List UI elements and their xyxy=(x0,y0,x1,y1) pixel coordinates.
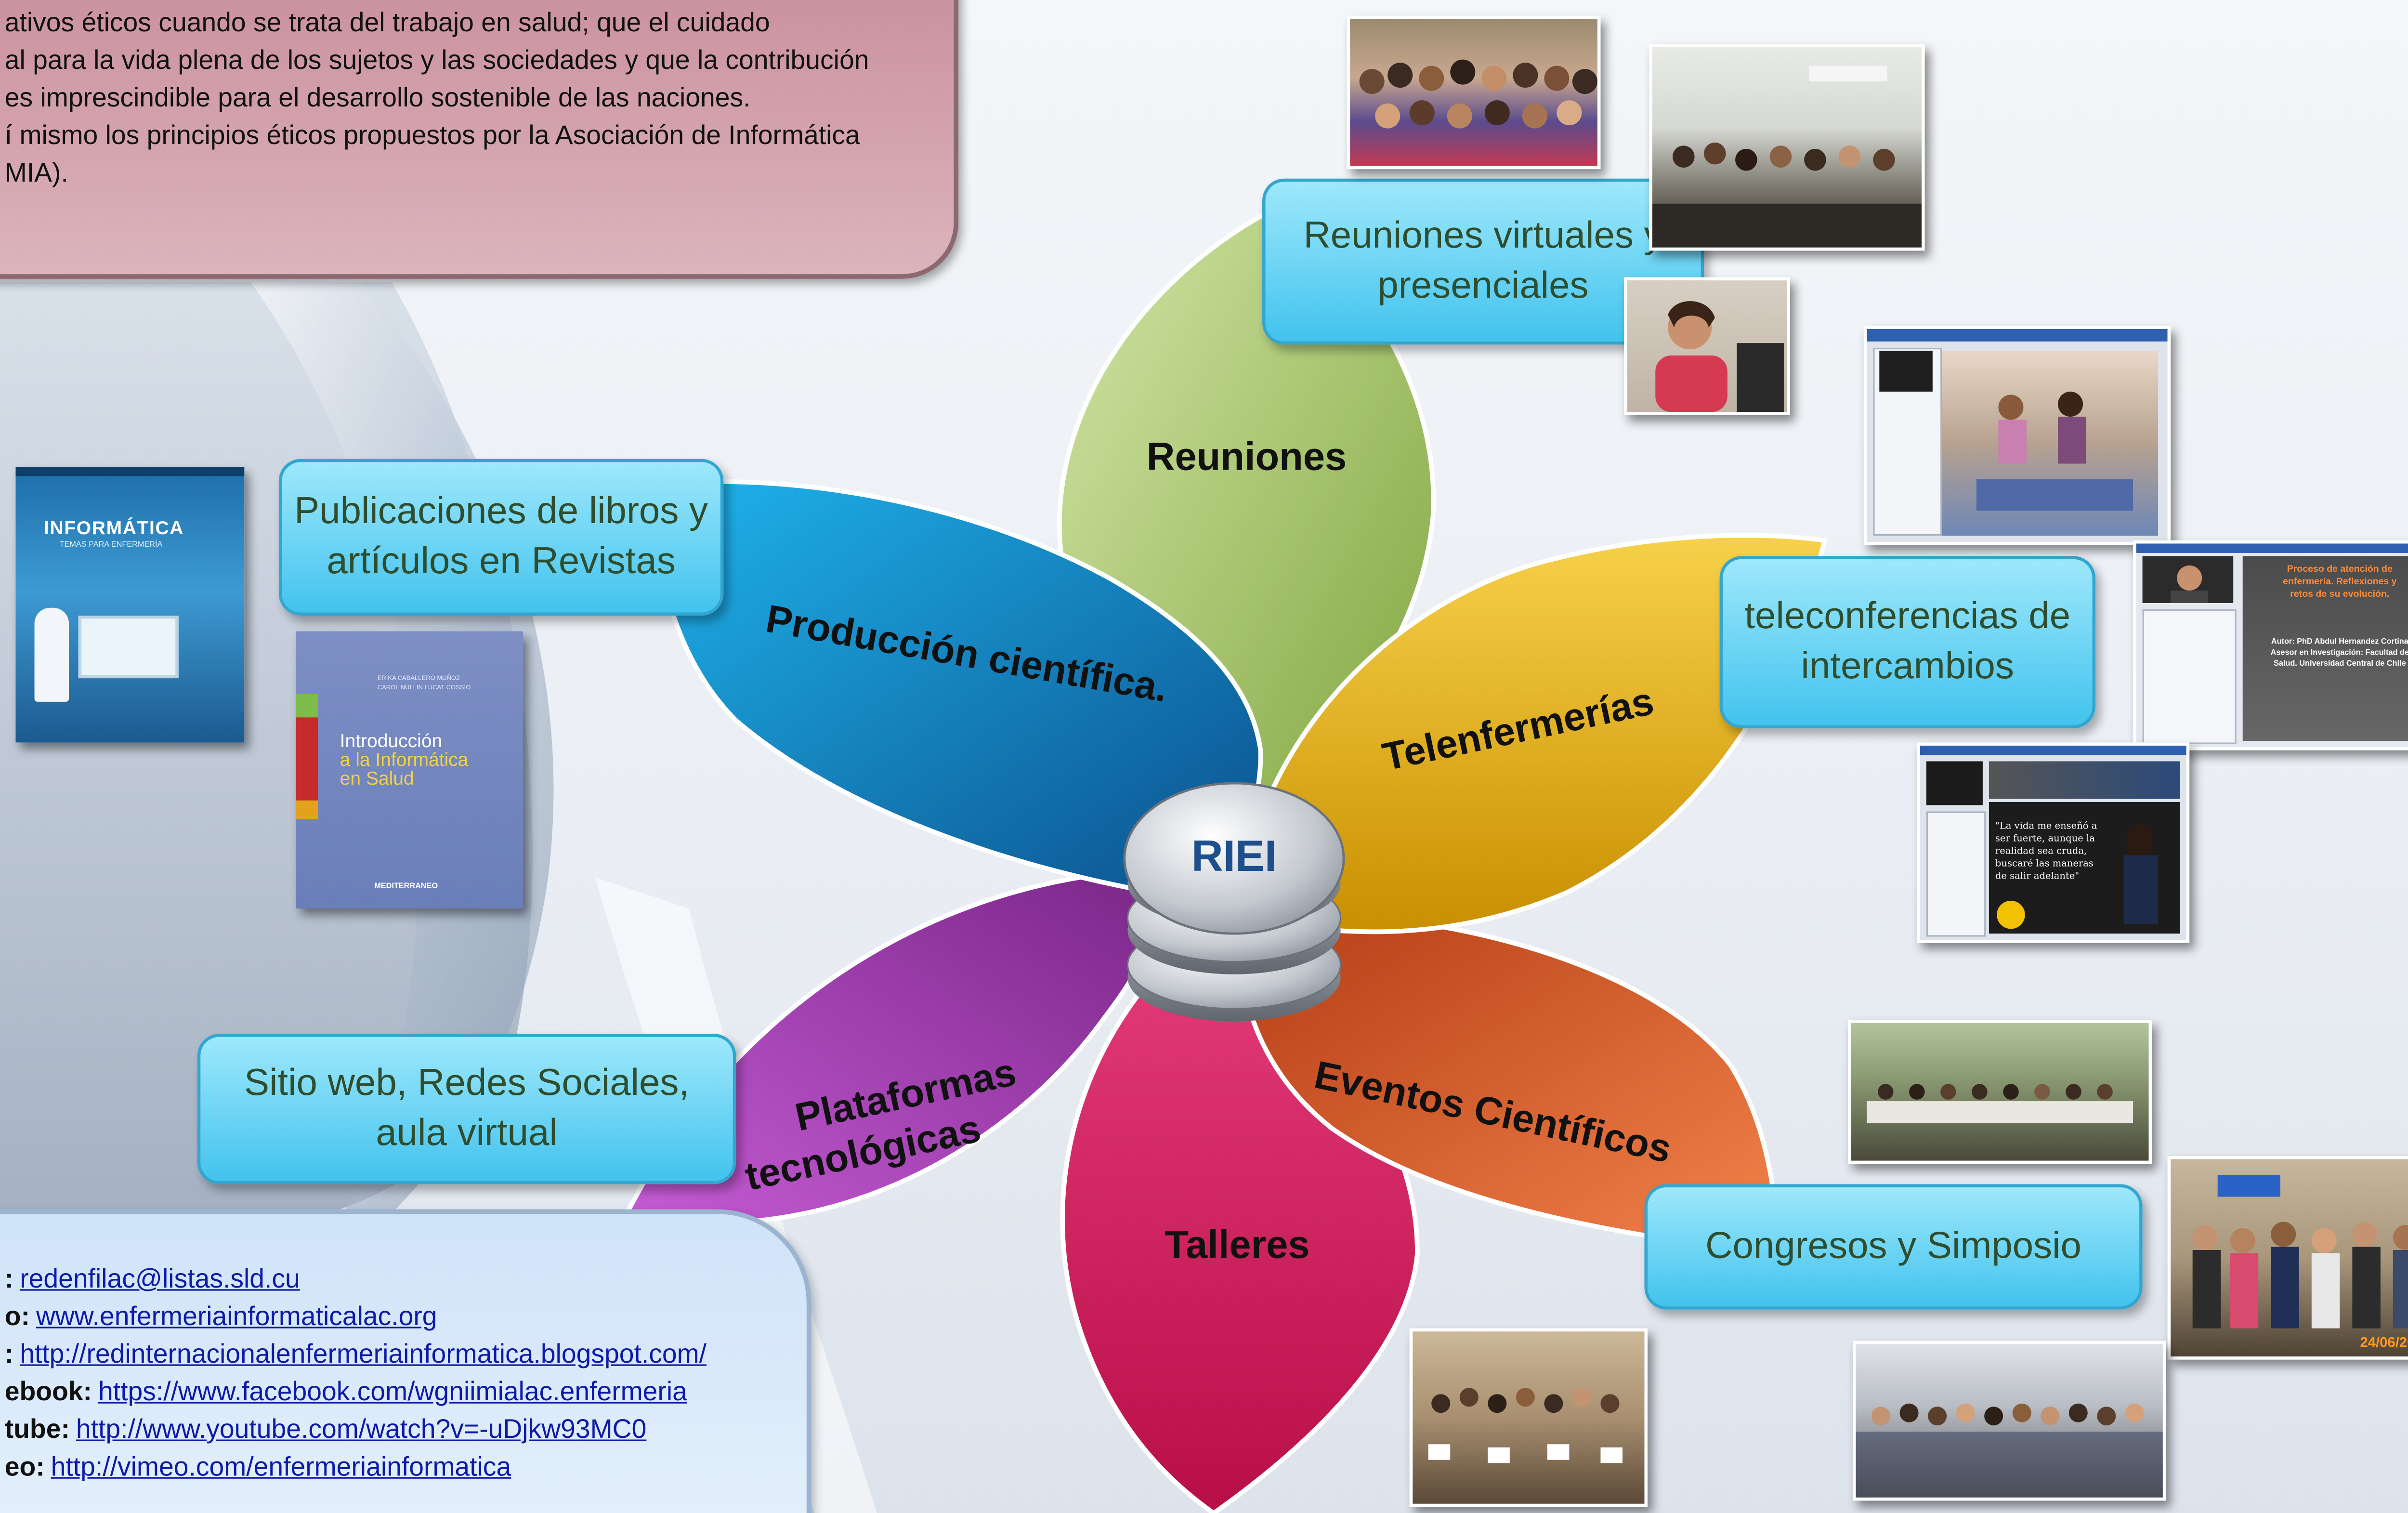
info-line: í mismo los principios éticos propuestos… xyxy=(4,120,860,151)
crowd-illustration xyxy=(1359,59,1597,129)
website-link[interactable]: www.enfermeriainformaticalac.org xyxy=(36,1302,437,1332)
link-row: :http://redinternacionalenfermeriainform… xyxy=(5,1339,707,1370)
conference-illustration xyxy=(1867,1084,2133,1123)
link-label: o: xyxy=(4,1302,30,1332)
meeting-illustration xyxy=(1652,66,1922,248)
quote-line: ser fuerte, aunque la xyxy=(1995,833,2095,844)
event-crowd-illustration xyxy=(1856,1403,2163,1498)
quote-panel: "La vida me enseñó a ser fuerte, aunque … xyxy=(1989,802,2180,934)
petal-telenfermerias xyxy=(1234,533,1828,934)
virtual-meeting-photo xyxy=(1624,277,1790,415)
photo-date-stamp: 24/06/2012 xyxy=(2360,1334,2408,1351)
book-author: CAROL NULLIN LUCAT COSSIO xyxy=(377,683,471,691)
book-publisher: MEDITERRANEO xyxy=(374,881,438,892)
event-group-photo xyxy=(1852,1341,2166,1501)
woman-with-headset-illustration xyxy=(1655,301,1784,412)
book-author: ERIKA CABALLERO MUÑOZ xyxy=(377,673,460,682)
link-label: : xyxy=(4,1339,14,1369)
quote-line: realidad sea cruda, xyxy=(1995,846,2087,857)
videoconference-screenshot-3: "La vida me enseñó a ser fuerte, aunque … xyxy=(1917,742,2190,943)
slide-author-line: Asesor en Investigación: Facultad de xyxy=(2270,648,2408,658)
book-cover-informatica: INFORMÁTICA TEMAS PARA ENFERMERÍA xyxy=(15,467,245,743)
congress-group-photo: 24/06/2012 xyxy=(2167,1156,2408,1360)
videoconference-screenshot-2: Proceso de atención de enfermería. Refle… xyxy=(2133,540,2408,750)
computer-illustration xyxy=(78,615,179,679)
quote-line: "La vida me enseñó a xyxy=(1995,820,2097,832)
nurses-illustration xyxy=(1976,391,2133,511)
callout-text: Congresos y Simposio xyxy=(1705,1224,2081,1267)
riei-center-node: RIEI xyxy=(1123,782,1345,1022)
email-link[interactable]: redenfilac@listas.sld.cu xyxy=(20,1264,300,1294)
person-illustration xyxy=(34,607,69,702)
workshop-group-photo xyxy=(1409,1328,1648,1507)
link-row: :redenfilac@listas.sld.cu xyxy=(5,1264,300,1295)
book-subtitle: TEMAS PARA ENFERMERÍA xyxy=(59,540,163,550)
meeting-room-photo xyxy=(1649,44,1925,251)
quote-line: buscaré las maneras xyxy=(1995,858,2094,869)
blog-link[interactable]: http://redinternacionalenfermeriainforma… xyxy=(20,1339,707,1369)
group-photo-outdoor xyxy=(1347,15,1601,170)
ethics-info-box: ativos éticos cuando se trata del trabaj… xyxy=(0,0,959,279)
info-line: ativos éticos cuando se trata del trabaj… xyxy=(4,8,770,38)
book-cover-introduccion: ERIKA CABALLERO MUÑOZ CAROL NULLIN LUCAT… xyxy=(296,631,523,909)
callout-text: Publicaciones de libros y xyxy=(294,490,708,533)
petal-label-reuniones: Reuniones xyxy=(1147,435,1347,479)
book-title: INFORMÁTICA xyxy=(44,517,184,539)
slide-title-line: Proceso de atención de xyxy=(2287,565,2393,575)
link-label: : xyxy=(4,1264,14,1294)
callout-text: Reuniones virtuales y xyxy=(1303,214,1663,257)
conference-room-photo xyxy=(1848,1019,2152,1164)
callout-text: aula virtual xyxy=(376,1112,558,1155)
facebook-link[interactable]: https://www.facebook.com/wgniimialac.enf… xyxy=(98,1377,687,1407)
book-title-line: a la Informática xyxy=(340,749,469,771)
link-label: eo: xyxy=(4,1452,45,1482)
link-row: tube:http://www.youtube.com/watch?v=-uDj… xyxy=(5,1414,647,1446)
callout-teleconferencias: teleconferencias de intercambios xyxy=(1719,556,2096,729)
slide-title-line: enfermería. Reflexiones y xyxy=(2283,578,2397,588)
callout-congresos: Congresos y Simposio xyxy=(1644,1184,2143,1310)
quote-line: de salir adelante" xyxy=(1995,871,2080,882)
callout-text: presenciales xyxy=(1377,264,1589,307)
petal-label-talleres: Talleres xyxy=(1165,1223,1309,1266)
callout-publicaciones: Publicaciones de libros y artículos en Re… xyxy=(278,459,724,616)
slide-panel: Proceso de atención de enfermería. Refle… xyxy=(2242,556,2408,741)
link-row: o:www.enfermeriainformaticalac.org xyxy=(5,1302,437,1333)
slide-title-line: retos de su evolución. xyxy=(2290,590,2390,600)
slide-author-line: Salud. Universidad Central de Chile xyxy=(2273,659,2406,669)
congress-group-illustration xyxy=(2192,1174,2408,1329)
callout-text: artículos en Revistas xyxy=(327,540,676,583)
slide-author-line: Autor: PhD Abdul Hernandez Cortina xyxy=(2271,637,2408,647)
contact-links-box: :redenfilac@listas.sld.cu o:www.enfermer… xyxy=(0,1209,811,1513)
link-label: ebook: xyxy=(4,1377,92,1407)
videoconference-screenshot-1 xyxy=(1863,326,2171,545)
callout-text: Sitio web, Redes Sociales, xyxy=(244,1062,690,1105)
info-line: MIA). xyxy=(4,158,68,188)
info-line: es imprescindible para el desarrollo sos… xyxy=(4,83,751,113)
link-label: tube: xyxy=(4,1414,70,1445)
vimeo-link[interactable]: http://vimeo.com/enfermeriainformatica xyxy=(51,1452,511,1482)
callout-sitio-web: Sitio web, Redes Sociales, aula virtual xyxy=(197,1034,736,1184)
center-label: RIEI xyxy=(1191,832,1277,881)
youtube-link[interactable]: http://www.youtube.com/watch?v=-uDjkw93M… xyxy=(76,1414,647,1445)
info-line: al para la vida plena de los sujetos y l… xyxy=(4,45,869,76)
speaker-illustration xyxy=(1997,824,2159,929)
link-row: eo:http://vimeo.com/enfermeriainformatic… xyxy=(5,1452,511,1484)
workshop-illustration xyxy=(1428,1388,1623,1463)
book-title-line: Introducción xyxy=(340,730,443,752)
callout-text: teleconferencias de xyxy=(1744,595,2071,638)
callout-text: intercambios xyxy=(1801,645,2014,688)
link-row: ebook:https://www.facebook.com/wgniimial… xyxy=(5,1377,687,1408)
book-title-line: en Salud xyxy=(340,767,414,789)
webcam-person-icon xyxy=(2171,565,2209,603)
